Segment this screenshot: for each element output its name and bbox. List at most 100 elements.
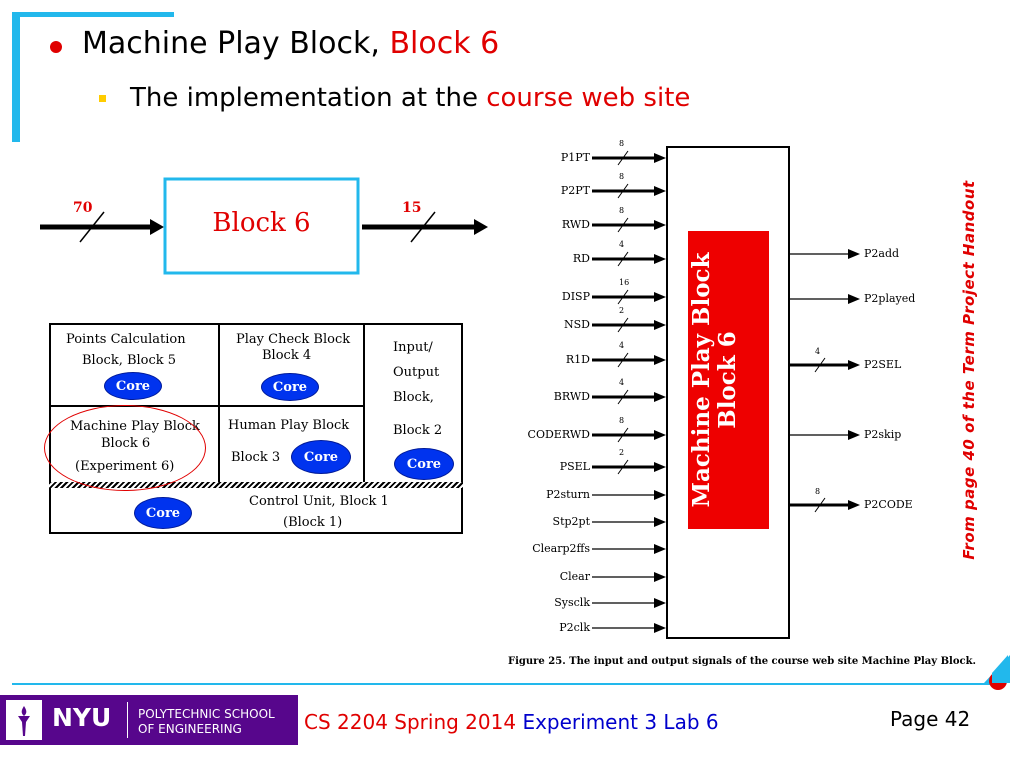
output-arrow-icon (848, 294, 860, 304)
input-width-coderwd: 8 (619, 416, 625, 425)
bullet-2-link[interactable]: course web site (486, 83, 691, 113)
input-label-rd: RD (572, 252, 590, 265)
cell-control-1: Control Unit, Block 1 (249, 494, 389, 509)
input-width-nsd: 2 (619, 306, 625, 315)
side-note: From page 40 of the Term Project Handout (960, 180, 978, 560)
schematic-title-box (688, 231, 769, 529)
input-width-brwd: 4 (619, 378, 625, 387)
table-vline-2 (363, 323, 365, 482)
course-name: CS 2204 Spring 2014 (304, 710, 517, 734)
cell-io-4: Block 2 (393, 423, 443, 438)
input-label-disp: DISP (561, 290, 590, 303)
input-bus-slash (617, 251, 629, 267)
input-label-sysclk: Sysclk (554, 596, 590, 609)
input-bus-slash (617, 427, 629, 443)
core-badge-block4: Core (261, 373, 319, 401)
table-vline-1 (218, 323, 220, 482)
bullet-1-highlight: Block 6 (389, 26, 500, 61)
input-arrow-icon (654, 462, 666, 472)
output-width-p2sel: 4 (815, 347, 821, 356)
output-label-p2played: P2played (864, 292, 916, 305)
input-label-clear: Clear (559, 570, 590, 583)
corner-decoration-top (12, 12, 174, 17)
input-bus-slash (79, 211, 105, 243)
input-arrow-icon (654, 392, 666, 402)
input-arrow-icon (150, 219, 164, 235)
input-arrow-icon (654, 623, 666, 633)
output-arrow-icon (848, 430, 860, 440)
input-label-brwd: BRWD (553, 390, 590, 403)
input-width-disp: 16 (619, 278, 630, 287)
nyu-logo (0, 695, 298, 745)
page-number: Page 42 (890, 707, 971, 731)
input-arrow-icon (654, 490, 666, 500)
cell-control-2: (Block 1) (283, 515, 343, 530)
cell-io-1: Input/ (393, 340, 433, 355)
cell-points-calc-1: Points Calculation (66, 332, 186, 347)
output-arrow-icon (474, 219, 488, 235)
block-6-diagram (40, 177, 488, 275)
input-arrow-icon (654, 292, 666, 302)
bullet-1: Machine Play Block, Block 6 (82, 26, 499, 61)
output-label-p2code: P2CODE (864, 498, 913, 511)
input-arrow-icon (654, 430, 666, 440)
input-width-label: 70 (73, 200, 93, 216)
bullet-2: The implementation at the course web sit… (130, 83, 690, 113)
input-label-p2clk: P2clk (559, 621, 590, 634)
nyu-wordmark: NYU (52, 703, 112, 732)
input-label-rwd: RWD (561, 218, 590, 231)
input-width-p2pt: 8 (619, 172, 625, 181)
cell-play-check-2: Block 4 (262, 348, 312, 363)
output-arrow-icon (848, 249, 860, 259)
input-width-psel: 2 (619, 448, 625, 457)
input-width-p1pt: 8 (619, 139, 625, 148)
footer-rule (12, 683, 1002, 685)
input-label-coderwd: CODERWD (527, 428, 590, 441)
input-arrow-icon (654, 544, 666, 554)
input-bus-slash (617, 289, 629, 305)
sub-bullet-square-icon (99, 95, 106, 102)
corner-decoration-left (12, 12, 20, 142)
cell-human-play-2: Block 3 (231, 450, 281, 465)
block-6-box (163, 177, 360, 275)
output-label-p2sel: P2SEL (864, 358, 902, 371)
core-badge-block1: Core (134, 497, 192, 529)
highlight-ellipse (44, 405, 206, 491)
table-hline-mid (49, 405, 365, 407)
bullet-1-text: Machine Play Block, (82, 26, 380, 61)
input-width-r1d: 4 (619, 341, 625, 350)
cell-human-play-1: Human Play Block (228, 418, 350, 433)
input-bus-slash (617, 389, 629, 405)
school-name-1: POLYTECHNIC SCHOOL (138, 707, 275, 721)
schematic-caption: Figure 25. The input and output signals … (508, 656, 976, 667)
input-arrow-icon (654, 254, 666, 264)
core-badge-block3: Core (291, 440, 351, 474)
school-name-2: OF ENGINEERING (138, 722, 242, 736)
input-bus-slash (617, 150, 629, 166)
input-arrow-icon (654, 153, 666, 163)
output-bus-slash (814, 357, 826, 373)
cell-play-check-1: Play Check Block (236, 332, 351, 347)
bullet-2-text: The implementation at the (130, 83, 478, 113)
input-label-stp2pt: Stp2pt (552, 515, 590, 528)
input-arrow-icon (654, 186, 666, 196)
block-table (49, 323, 463, 534)
input-width-rd: 4 (619, 240, 625, 249)
block-6-label: Block 6 (212, 208, 311, 238)
output-width-label: 15 (402, 200, 422, 216)
input-label-clearp2ffs: Clearp2ffs (532, 542, 590, 555)
input-bus-slash (617, 183, 629, 199)
input-label-psel: PSEL (559, 460, 590, 473)
input-width-rwd: 8 (619, 206, 625, 215)
output-label-p2add: P2add (864, 247, 900, 260)
output-arrow-icon (848, 360, 860, 370)
output-bus-slash (410, 211, 436, 243)
input-arrow-icon (654, 572, 666, 582)
output-arrow-icon (848, 500, 860, 510)
corner-triangle-icon (984, 655, 1010, 690)
input-label-p1pt: P1PT (560, 151, 590, 164)
bullet-dot-icon (50, 41, 62, 53)
output-width-p2code: 8 (815, 487, 821, 496)
cell-io-3: Block, (393, 390, 434, 405)
